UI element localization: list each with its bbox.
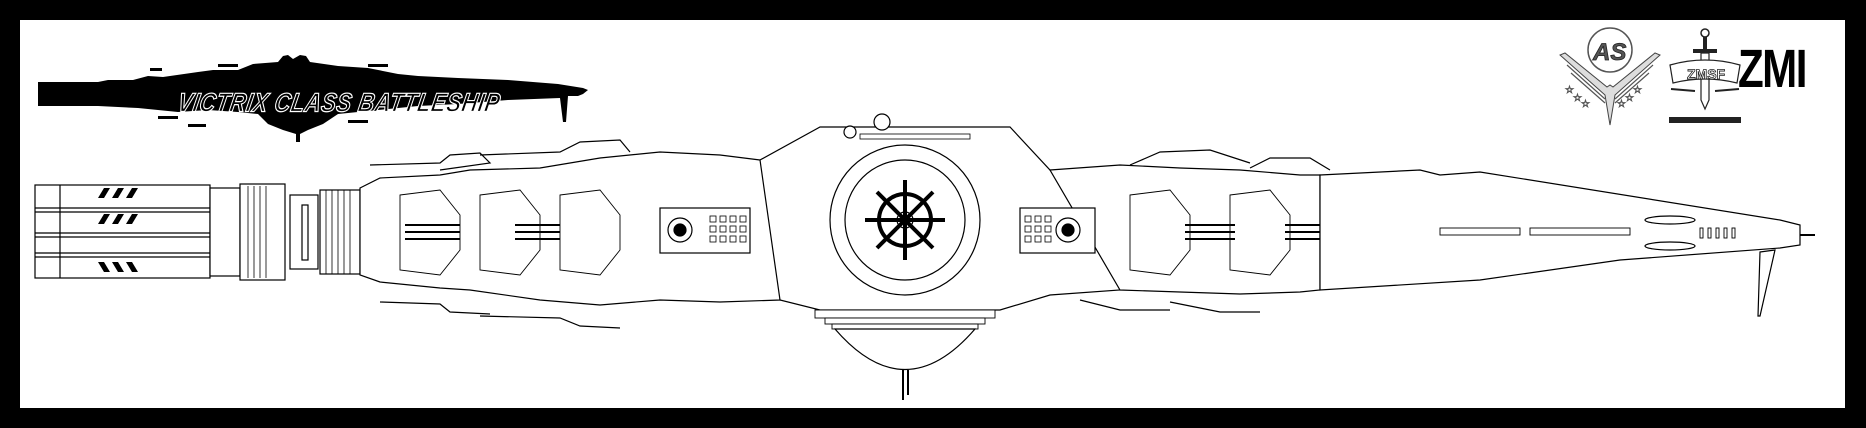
aft-hull xyxy=(359,139,781,329)
svg-text:☆: ☆ xyxy=(1565,85,1574,96)
ventral-dome xyxy=(814,309,996,400)
svg-text:☆: ☆ xyxy=(1633,85,1642,96)
logo-group: AS ☆☆☆ ☆☆☆ ZMSF xyxy=(1555,25,1845,130)
zmsf-emblem-text: ZMSF xyxy=(1687,66,1726,82)
engine-block xyxy=(34,183,361,281)
ship-line-drawing xyxy=(34,113,1815,400)
title-banner: VICTRIX CLASS BATTLESHIP xyxy=(38,50,598,150)
svg-text:☆: ☆ xyxy=(1617,99,1626,110)
bow xyxy=(1319,169,1815,317)
central-turret xyxy=(759,113,1121,311)
forward-hull xyxy=(1019,149,1331,313)
svg-text:☆: ☆ xyxy=(1573,93,1582,104)
ship-silhouette-icon xyxy=(38,55,588,142)
as-emblem-text: AS xyxy=(1592,39,1626,66)
image-frame: VICTRIX CLASS BATTLESHIP AS ☆☆☆ ☆☆☆ ZMSF… xyxy=(20,20,1845,408)
svg-text:☆: ☆ xyxy=(1581,99,1590,110)
as-emblem-icon: AS ☆☆☆ ☆☆☆ xyxy=(1559,27,1661,126)
zmsf-emblem-icon: ZMSF xyxy=(1669,28,1741,123)
zmi-wordmark: ZMI xyxy=(1738,39,1807,99)
svg-text:☆: ☆ xyxy=(1625,93,1634,104)
